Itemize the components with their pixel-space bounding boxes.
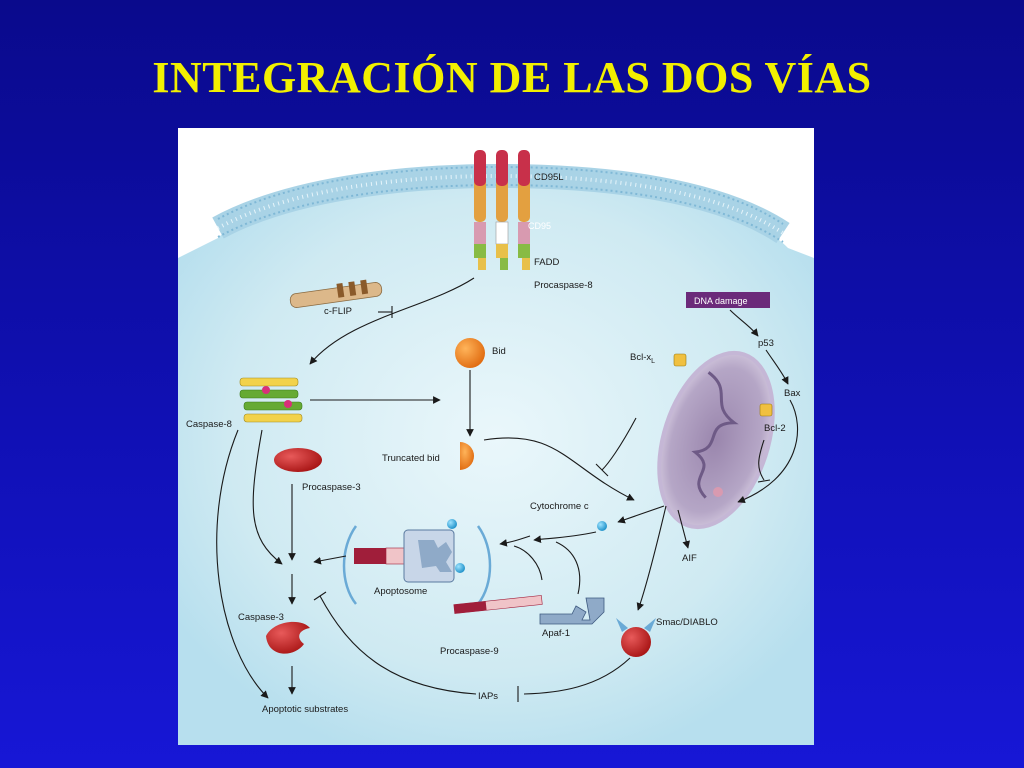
bcl2-icon [759,403,773,417]
bclxl-text: Bcl-x [630,352,651,363]
bcl2-label: Bcl-2 [764,423,786,434]
apaf1-molecule [539,597,605,625]
smac-diablo-icon [616,618,656,657]
fadd-label: FADD [534,257,559,268]
cd95-receptor-complex [474,150,530,270]
cytoplasm [178,186,814,745]
bclxl-label: Bcl-xL [630,352,655,365]
caspase8-label: Caspase-8 [186,419,232,430]
apaf1-label: Apaf-1 [542,628,570,639]
cd95-label: CD95 [528,221,551,231]
apoptosome-label: Apoptosome [374,586,427,597]
caspase3-label: Caspase-3 [238,612,284,623]
bclxl-icon [673,353,687,367]
procaspase9-label: Procaspase-9 [440,646,499,657]
dna-damage-box [686,292,770,308]
iaps-label: IAPs [478,691,498,702]
cflip-label: c-FLIP [324,306,352,317]
bid-label: Bid [492,346,506,357]
cd95l-label: CD95L [534,172,564,183]
apoptosis-diagram: CD95L CD95 FADD Procaspase-8 c-FLIP DNA … [178,128,814,745]
procaspase3-label: Procaspase-3 [302,482,361,493]
truncated-bid-label: Truncated bid [382,453,440,464]
procaspase9-molecule [453,595,543,614]
slide-title: INTEGRACIÓN DE LAS DOS VÍAS [152,53,872,102]
aif-label: AIF [682,553,697,564]
procaspase3-icon [274,448,322,472]
cytochrome-c-label: Cytochrome c [530,501,589,512]
caspase8-complex [239,377,303,423]
smac-label: Smac/DIABLO [656,617,718,628]
bid-icon [455,338,485,368]
apoptotic-substrates-label: Apoptotic substrates [262,704,348,715]
dna-damage-label: DNA damage [694,296,748,306]
cflip-molecule [289,279,383,308]
procaspase8-label: Procaspase-8 [534,280,593,291]
p53-label: p53 [758,338,774,349]
apoptosome [342,519,492,605]
cytochrome-c-icon [597,521,607,531]
caspase3-icon [266,621,310,654]
bax-label: Bax [784,388,801,399]
bclxl-subscript: L [651,358,655,365]
mitochondrion [657,350,775,530]
truncated-bid-icon [460,442,474,470]
